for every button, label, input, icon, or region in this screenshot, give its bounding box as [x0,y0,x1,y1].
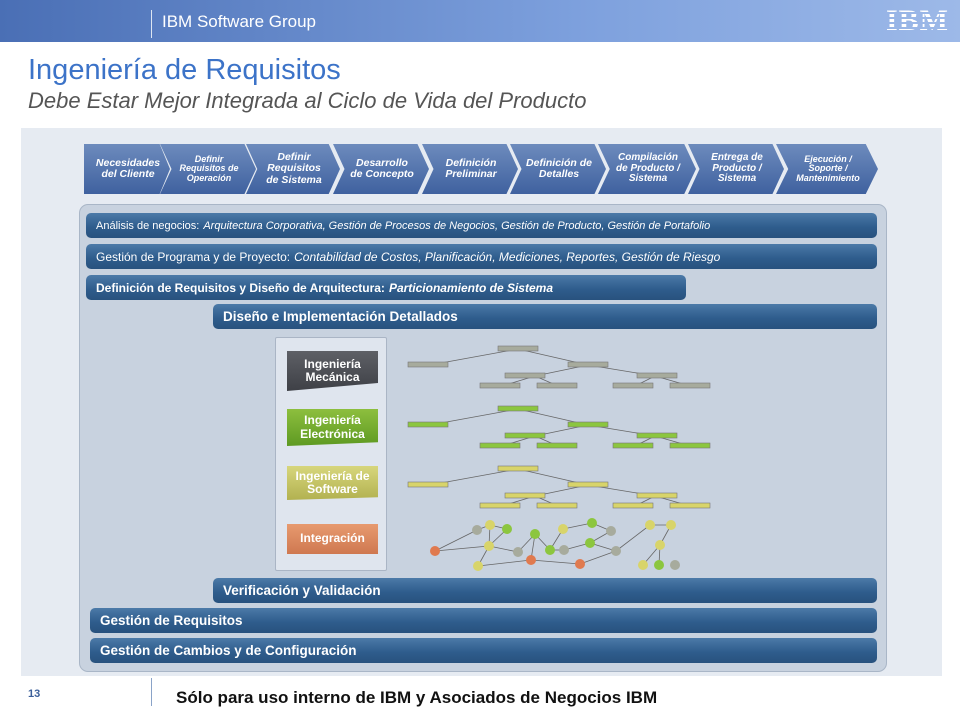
integration-label: Integración [287,524,378,554]
network-node [472,525,482,535]
mechanical-tree-node [504,372,546,379]
network-node [654,560,664,570]
software-tree-node [669,502,711,509]
tree-connector [477,559,532,567]
header-bar: IBM Software Group IBM [0,0,960,42]
phase-definicion-preliminar: Definición Preliminar [422,144,518,194]
software-tree-node [567,481,609,488]
program-management-label: Gestión de Programa y de Proyecto: [96,249,291,264]
mechanical-tree-node [497,345,539,352]
network-node [655,540,665,550]
network-node [530,529,540,539]
network-node [575,559,585,569]
tree-connector [579,550,617,565]
page-number: 13 [28,688,41,700]
electronic-tree-node [497,405,539,412]
requirements-definition-label: Definición de Requisitos y Diseño de Arq… [96,280,385,295]
network-node [587,518,597,528]
phase-entrega: Entrega de Producto / Sistema [688,144,784,194]
tree-connector [434,545,490,552]
phase-desarrollo-concepto: Desarrollo de Concepto [333,144,429,194]
electronic-tree-node [567,421,609,428]
network-node [670,560,680,570]
mechanical-engineering-label: Ingeniería Mecánica [287,351,378,391]
phase-definicion-detalles: Definición de Detalles [510,144,606,194]
phase-requisitos-sistema: Definir Requisitos de Sistema [246,144,340,194]
network-node [484,541,494,551]
requirements-definition-items: Particionamiento de Sistema [388,280,553,295]
phase-requisitos-operacion: Definir Requisitos de Operación [160,144,256,194]
network-node [666,520,676,530]
footer-divider [151,678,152,706]
phase-necesidades: Necesidades del Cliente [84,144,170,194]
change-configuration-bar: Gestión de Cambios y de Configuración [90,638,877,663]
electronic-tree-node [669,442,711,449]
verification-bar: Verificación y Validación [213,578,877,603]
tree-connector [434,529,478,552]
mechanical-tree-node [479,382,521,389]
software-tree-node [504,492,546,499]
network-node [502,524,512,534]
mechanical-tree-node [407,361,449,368]
electronic-tree-node [636,432,678,439]
mechanical-tree-node [612,382,654,389]
electronic-engineering-label: Ingeniería Electrónica [287,409,378,446]
network-node [645,520,655,530]
tree-connector [615,524,651,552]
ibm-logo: IBM [886,4,949,37]
electronic-tree-node [479,442,521,449]
electronic-tree-node [536,442,578,449]
decomposition-graphic [407,345,711,571]
tree-connector [530,559,581,565]
network-node [526,555,536,565]
electronic-tree-node [407,421,449,428]
software-tree-node [612,502,654,509]
requirements-management-bar: Gestión de Requisitos [90,608,877,633]
electronic-tree-node [612,442,654,449]
phase-ejecucion: Ejecución / Soporte / Mantenimiento [776,144,878,194]
business-analysis-label: Análisis de negocios: [96,219,200,232]
program-management-items: Contabilidad de Costos, Planificación, M… [294,249,721,264]
mechanical-tree-node [567,361,609,368]
business-analysis-bar: Análisis de negocios: Arquitectura Corpo… [86,213,877,238]
mechanical-tree-node [669,382,711,389]
mechanical-tree-node [536,382,578,389]
requirements-definition-bar: Definición de Requisitos y Diseño de Arq… [86,275,686,300]
header-divider [151,10,152,38]
network-node [585,538,595,548]
electronic-tree-node [504,432,546,439]
network-node [558,524,568,534]
group-name: IBM Software Group [162,12,317,31]
network-node [430,546,440,556]
footer-text: Sólo para uso interno de IBM y Asociados… [176,688,658,707]
software-tree-node [407,481,449,488]
mechanical-tree-node [636,372,678,379]
software-tree-node [636,492,678,499]
slide-title: Ingeniería de Requisitos [28,54,341,86]
network-node [485,520,495,530]
software-tree-node [479,502,521,509]
software-engineering-label: Ingeniería de Software [287,466,378,500]
software-tree-node [536,502,578,509]
slide-subtitle: Debe Estar Mejor Integrada al Ciclo de V… [28,88,587,113]
program-management-bar: Gestión de Programa y de Proyecto: Conta… [86,244,877,269]
network-node [611,546,621,556]
detailed-design-bar: Diseño e Implementación Detallados [213,304,877,329]
network-node [513,547,523,557]
network-node [559,545,569,555]
network-node [545,545,555,555]
network-node [638,560,648,570]
business-analysis-items: Arquitectura Corporativa, Gestión de Pro… [203,219,711,232]
network-node [473,561,483,571]
phase-compilacion: Compilación de Producto / Sistema [598,144,696,194]
network-node [606,526,616,536]
software-tree-node [497,465,539,472]
